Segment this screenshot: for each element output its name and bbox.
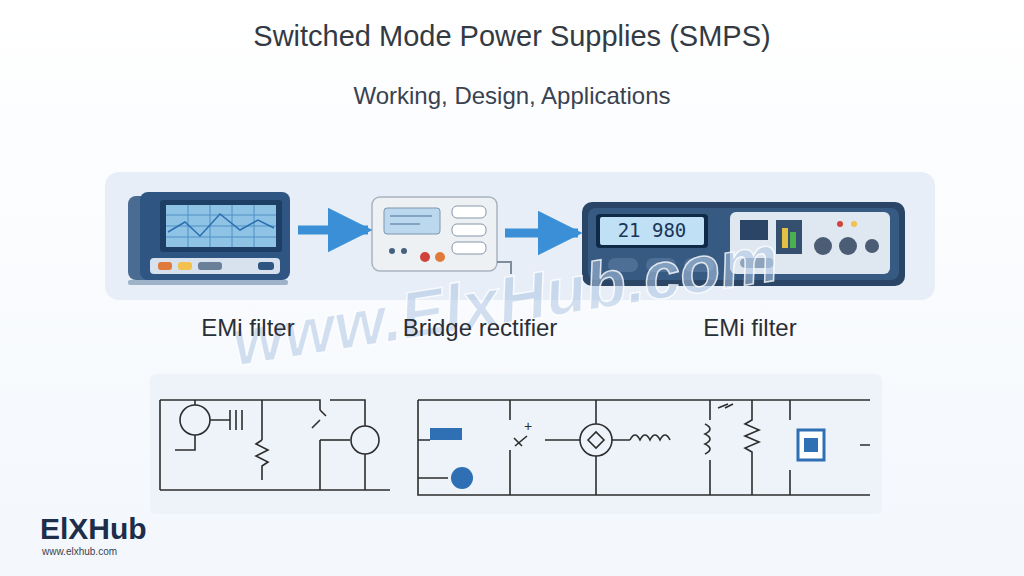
load-symbol xyxy=(804,438,818,452)
logo-url: www.elxhub.com xyxy=(42,546,117,557)
schematic-wires xyxy=(160,400,870,495)
title: Switched Mode Power Supplies (SMPS) xyxy=(0,20,1024,53)
schematic-block xyxy=(430,428,462,440)
device-label: Bridge rectifier xyxy=(403,314,558,342)
schematic-node xyxy=(451,467,473,489)
device-node: EMi filter xyxy=(128,190,290,286)
rectifier-device xyxy=(372,197,511,274)
schematic-panel xyxy=(150,374,882,514)
device-node: Bridge rectifier xyxy=(372,195,497,273)
watermark: www.ElxHub.com xyxy=(227,219,783,380)
subtitle: Working, Design, Applications xyxy=(353,82,670,110)
flow-arrow xyxy=(298,226,368,235)
device-node: EMi filter21 980 xyxy=(582,200,905,288)
device-label: EMi filter xyxy=(201,314,294,342)
filter-device xyxy=(128,192,290,285)
flow-arrow xyxy=(505,229,578,238)
polarity-mark: + xyxy=(524,418,532,434)
device-label: EMi filter xyxy=(703,314,796,342)
logo: ElXHub xyxy=(40,512,147,546)
load-symbol xyxy=(798,430,824,460)
display-reading: 21 980 xyxy=(618,219,687,241)
